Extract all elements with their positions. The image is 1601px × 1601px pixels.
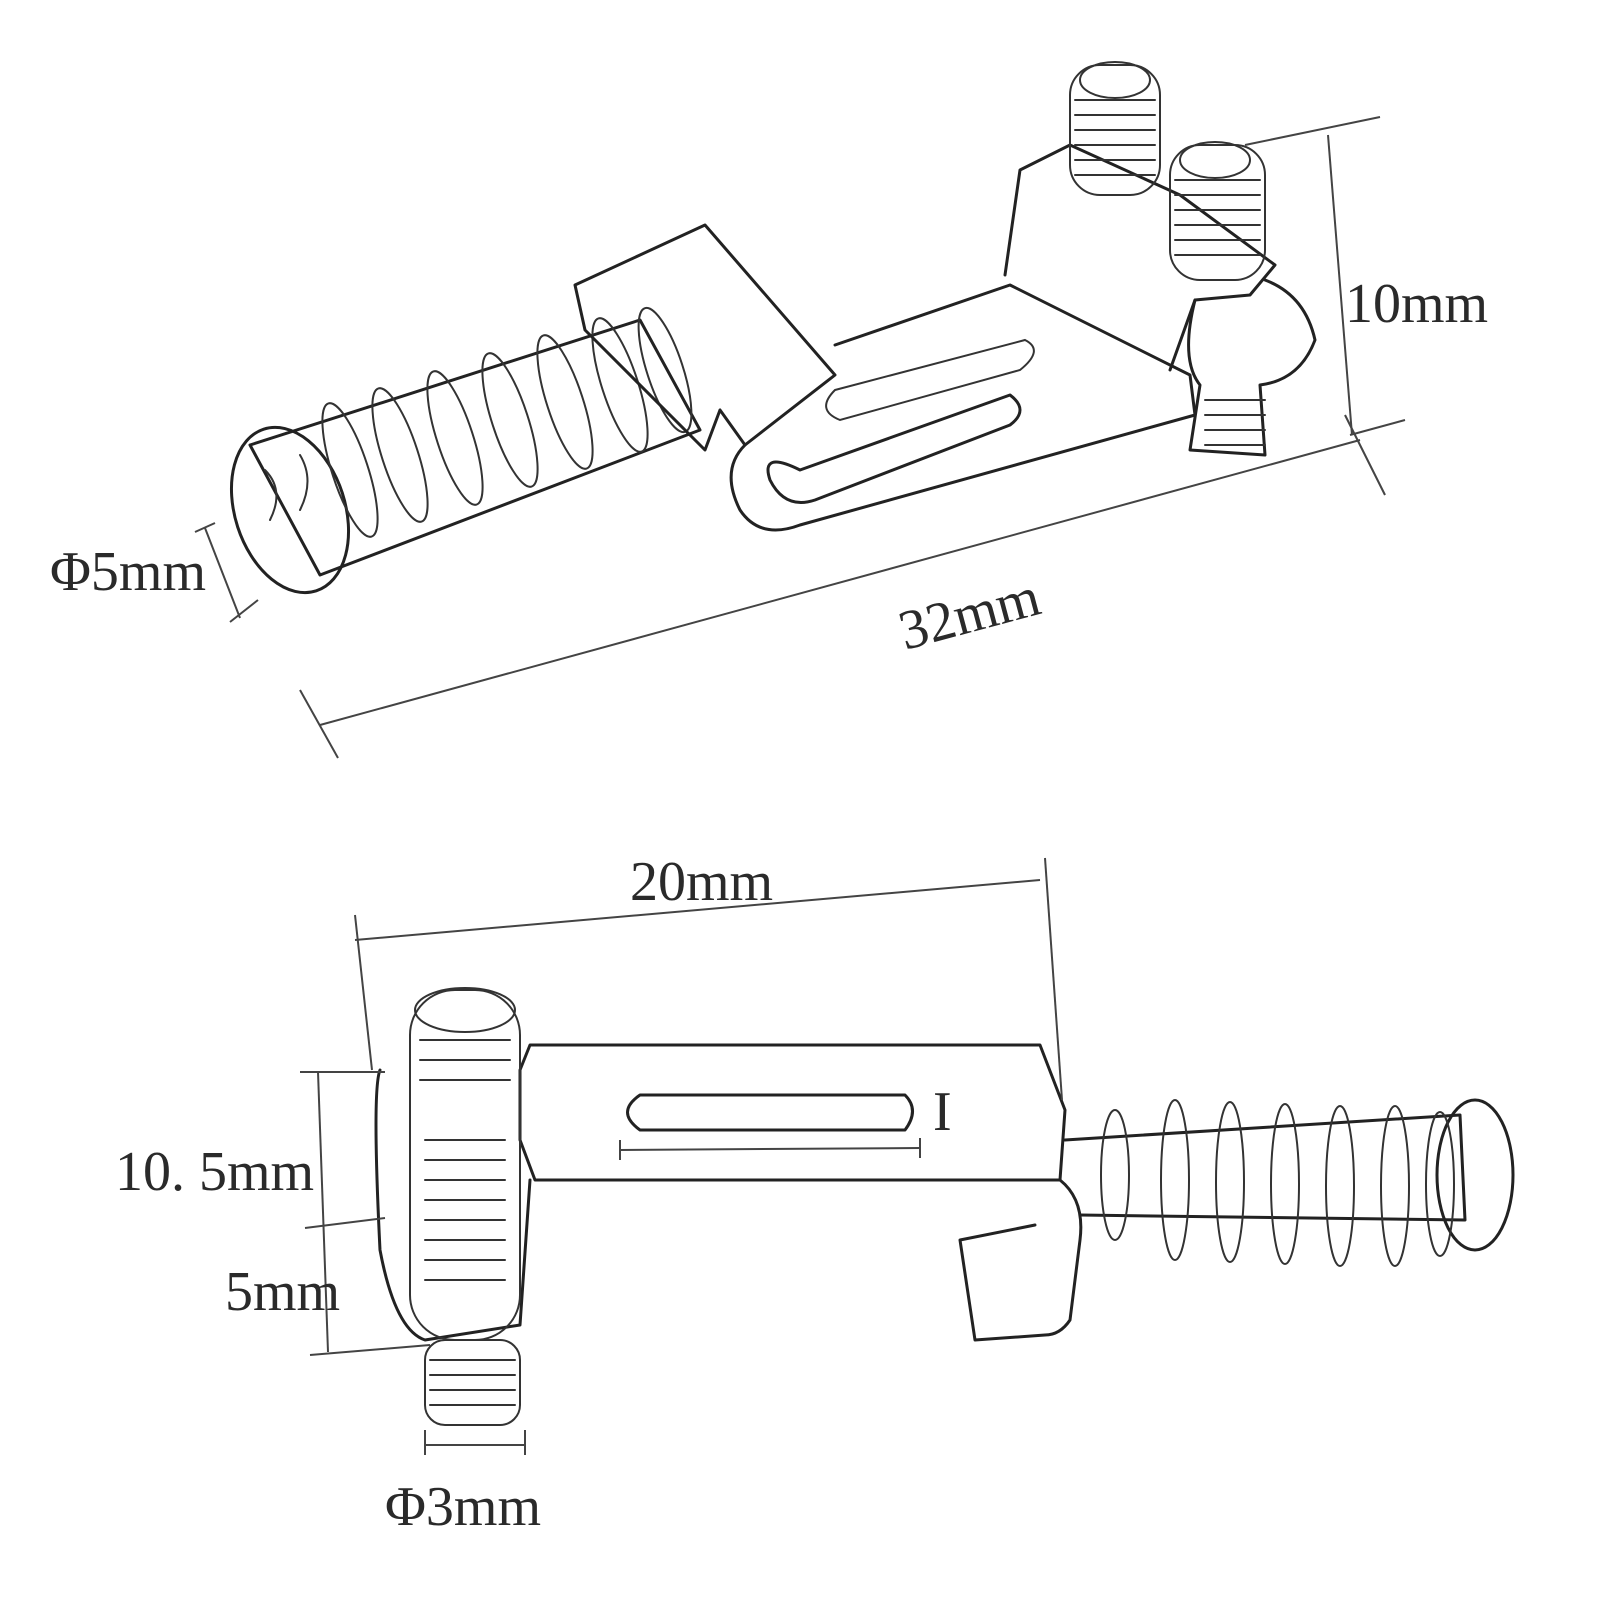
top-saddle-drawing <box>229 61 1317 595</box>
bottom-dimension-lines <box>300 857 1063 1455</box>
top-height-label: 10mm <box>1345 273 1488 335</box>
top-length-label: 32mm <box>892 566 1046 663</box>
bottom-saddle-drawing <box>374 987 1515 1426</box>
bottom-height-lower-label: 5mm <box>225 1261 340 1323</box>
bottom-width-label: 20mm <box>630 851 773 913</box>
top-dimension-lines <box>194 116 1406 759</box>
bottom-diameter-label: Φ3mm <box>385 1476 541 1538</box>
slot-width-mark: I <box>933 1081 952 1143</box>
bottom-height-total-label: 10. 5mm <box>115 1141 314 1203</box>
top-diameter-label: Φ5mm <box>50 541 206 603</box>
